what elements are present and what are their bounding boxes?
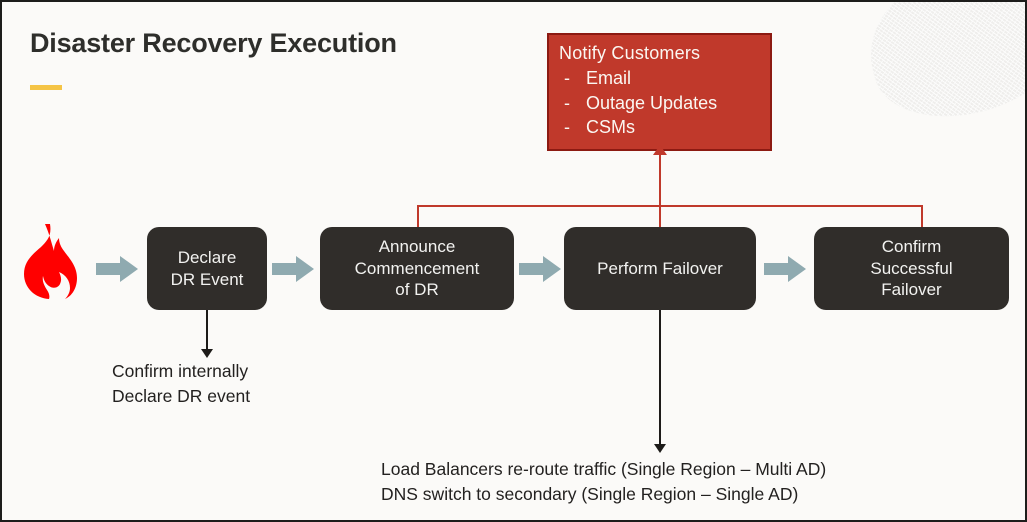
notify-bus-drop-failover xyxy=(659,205,661,229)
flame-icon xyxy=(20,222,78,302)
process-step-announce-commencement[interactable]: Announce Commencement of DR xyxy=(320,227,514,310)
annotation-arrow-declare xyxy=(206,310,208,350)
page-title: Disaster Recovery Execution xyxy=(30,28,397,58)
process-step-perform-failover[interactable]: Perform Failover xyxy=(564,227,756,310)
flow-arrow-icon xyxy=(519,254,561,284)
list-item: - Email xyxy=(559,66,770,91)
decorative-blob xyxy=(853,2,1025,138)
notify-bus-drop-announce xyxy=(417,205,419,229)
notify-bus-arrowhead-icon xyxy=(653,145,667,155)
annotation-arrowhead-icon xyxy=(201,349,213,358)
bullet-dash: - xyxy=(564,67,570,88)
notify-bus-horizontal xyxy=(417,205,923,207)
annotation-arrowhead-icon xyxy=(654,444,666,453)
flow-arrow-icon xyxy=(96,254,138,284)
list-item: - CSMs xyxy=(559,115,770,140)
flow-arrow-icon xyxy=(272,254,314,284)
process-step-label: Confirm Successful Failover xyxy=(870,236,953,300)
process-step-label: Perform Failover xyxy=(597,258,723,278)
list-item-label: CSMs xyxy=(586,117,635,138)
process-step-confirm-successful-failover[interactable]: Confirm Successful Failover xyxy=(814,227,1009,310)
flow-arrow-icon xyxy=(764,254,806,284)
title-accent-rule xyxy=(30,85,62,90)
annotation-line: Load Balancers re-route traffic (Single … xyxy=(381,459,827,479)
notify-bus-drop-confirm xyxy=(921,205,923,229)
annotation-line: Declare DR event xyxy=(112,385,251,406)
list-item-label: Outage Updates xyxy=(586,92,718,113)
process-step-label: Declare DR Event xyxy=(170,247,244,289)
notify-channel-list: - Email - Outage Updates - CSMs xyxy=(559,66,770,140)
annotation-arrow-failover xyxy=(659,310,661,445)
notify-bus-riser xyxy=(659,152,661,207)
list-item: - Outage Updates xyxy=(559,91,770,116)
annotation-declare-note: Confirm internally Declare DR event xyxy=(112,359,250,409)
bullet-dash: - xyxy=(564,117,570,138)
annotation-line: Confirm internally xyxy=(112,361,249,381)
bullet-dash: - xyxy=(564,92,570,113)
annotation-line: DNS switch to secondary (Single Region –… xyxy=(381,483,799,504)
process-step-declare-dr-event[interactable]: Declare DR Event xyxy=(147,227,267,310)
notify-customers-card: Notify Customers - Email - Outage Update… xyxy=(547,33,772,151)
notify-card-header: Notify Customers xyxy=(559,43,701,63)
annotation-failover-note: Load Balancers re-route traffic (Single … xyxy=(381,457,826,507)
process-step-label: Announce Commencement of DR xyxy=(354,236,480,300)
list-item-label: Email xyxy=(586,67,632,88)
